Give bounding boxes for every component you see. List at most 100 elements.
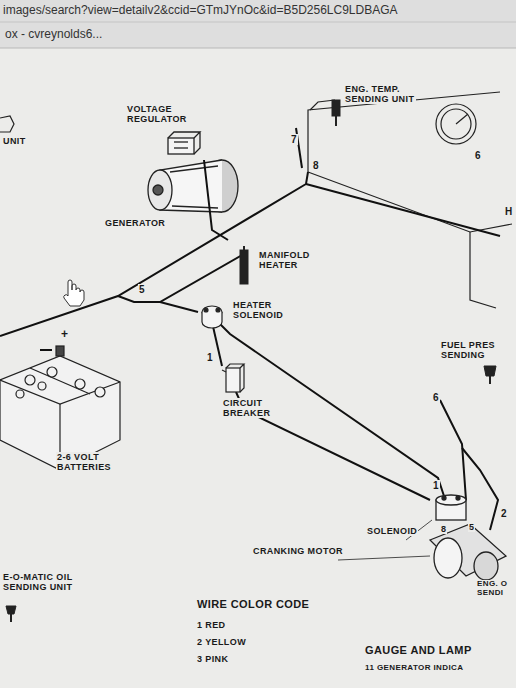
heater-solenoid xyxy=(216,308,220,312)
generator xyxy=(172,206,218,208)
part-name: H xyxy=(504,206,514,217)
wire-harness xyxy=(204,160,228,240)
oil-sending-unit xyxy=(10,614,12,622)
temp-sending-unit xyxy=(332,100,340,116)
callout-number: 5 xyxy=(138,284,146,295)
temp-sending-unit xyxy=(335,116,337,126)
part-name: MANIFOLD HEATER xyxy=(258,250,322,270)
manifold-heater xyxy=(243,246,245,252)
batteries xyxy=(25,375,35,385)
table-heading: WIRE COLOR CODE xyxy=(196,598,310,610)
cranking-motor xyxy=(436,495,466,505)
cranking-motor xyxy=(338,495,506,580)
part-name: FUEL PRES SENDING xyxy=(440,340,508,360)
terminal-sign: + xyxy=(60,328,69,341)
url-text: images/search?view=detailv2&ccid=GTmJYnO… xyxy=(2,4,399,17)
part-name: E-O-MATIC OIL SENDING UNIT xyxy=(2,572,84,592)
generator xyxy=(148,160,238,212)
hand-cursor xyxy=(64,280,84,306)
generator xyxy=(170,166,218,172)
cranking-motor xyxy=(434,538,462,578)
cranking-motor xyxy=(442,496,446,500)
part-name: ENG. O SENDI xyxy=(476,580,514,598)
dashboard-outline xyxy=(436,104,476,144)
batteries xyxy=(95,387,105,397)
batteries xyxy=(30,368,90,394)
part-name: CIRCUIT BREAKER xyxy=(222,398,284,418)
fuel-pres-sender xyxy=(484,366,496,384)
callout-number: 8 xyxy=(312,160,320,171)
voltage-regulator xyxy=(174,141,188,142)
generator xyxy=(153,185,163,195)
manifold-heater xyxy=(240,246,248,284)
manifold-heater xyxy=(240,250,248,284)
batteries xyxy=(16,390,24,398)
color-code: 3 PINK xyxy=(196,654,229,664)
left-unit xyxy=(0,116,14,132)
color-code: 1 RED xyxy=(196,620,227,630)
callout-number: 1 xyxy=(206,352,214,363)
table-heading: GAUGE AND LAMP xyxy=(364,644,473,656)
callout-number: 2 xyxy=(500,508,508,519)
wire-harness xyxy=(0,128,500,530)
table-cell: 11 GENERATOR INDICA xyxy=(364,664,464,673)
part-name: ENG. TEMP. SENDING UNIT xyxy=(344,84,416,104)
callout-number: 8 xyxy=(440,524,447,534)
wire-harness xyxy=(306,184,500,236)
wire-harness xyxy=(40,349,52,351)
batteries xyxy=(56,346,64,356)
dashboard-outline xyxy=(308,92,512,308)
wire-harness xyxy=(118,254,244,302)
heater-solenoid xyxy=(202,306,222,328)
color-code: 2 YELLOW xyxy=(196,637,247,647)
fuel-pres-sender xyxy=(489,376,491,384)
voltage-regulator xyxy=(168,132,200,154)
part-name: VOLTAGE REGULATOR xyxy=(126,104,202,124)
dashboard-outline xyxy=(456,114,468,124)
browser-bar xyxy=(0,48,516,49)
wire-harness xyxy=(462,448,498,530)
circuit-breaker xyxy=(226,364,244,392)
voltage-regulator xyxy=(174,147,188,148)
part-name: SOLENOID xyxy=(366,526,418,536)
wire-harness xyxy=(440,400,466,500)
wire-harness xyxy=(160,302,198,312)
voltage-regulator xyxy=(168,132,200,154)
oil-sending-unit xyxy=(6,606,16,614)
batteries xyxy=(0,380,120,404)
hand-cursor xyxy=(64,280,84,306)
browser-bar xyxy=(0,22,516,23)
circuit-breaker xyxy=(226,368,240,392)
dashboard-outline xyxy=(308,172,512,232)
browser-bar xyxy=(0,0,516,48)
wire-harness xyxy=(214,318,444,496)
callout-number: 7 xyxy=(290,134,298,145)
cranking-motor xyxy=(338,556,430,560)
callout-number: 6 xyxy=(432,392,440,403)
generator xyxy=(148,170,172,210)
circuit-breaker xyxy=(222,370,226,372)
tab-title: ox - cvreynolds6... xyxy=(4,28,103,41)
part-name: HEATER SOLENOID xyxy=(232,300,296,320)
part-name: CRANKING MOTOR xyxy=(252,546,344,556)
part-name: UNIT xyxy=(2,136,27,146)
fuel-pres-sender xyxy=(484,366,496,376)
cranking-motor xyxy=(474,552,498,580)
oil-sending-unit xyxy=(6,606,16,622)
callout-number: 6 xyxy=(474,150,482,161)
batteries xyxy=(47,367,57,377)
left-unit xyxy=(0,116,14,132)
temp-sending-unit xyxy=(332,100,340,126)
circuit-breaker xyxy=(222,364,244,392)
dashboard-outline xyxy=(310,100,335,110)
part-name: 2-6 VOLT BATTERIES xyxy=(56,452,110,472)
batteries xyxy=(75,379,85,389)
browser-bar xyxy=(0,0,516,48)
heater-solenoid xyxy=(202,312,222,328)
callout-number: 5 xyxy=(468,522,475,532)
dashboard-outline xyxy=(441,109,471,139)
dashboard-outline xyxy=(470,232,496,308)
voltage-regulator xyxy=(168,138,194,154)
batteries xyxy=(38,382,46,390)
